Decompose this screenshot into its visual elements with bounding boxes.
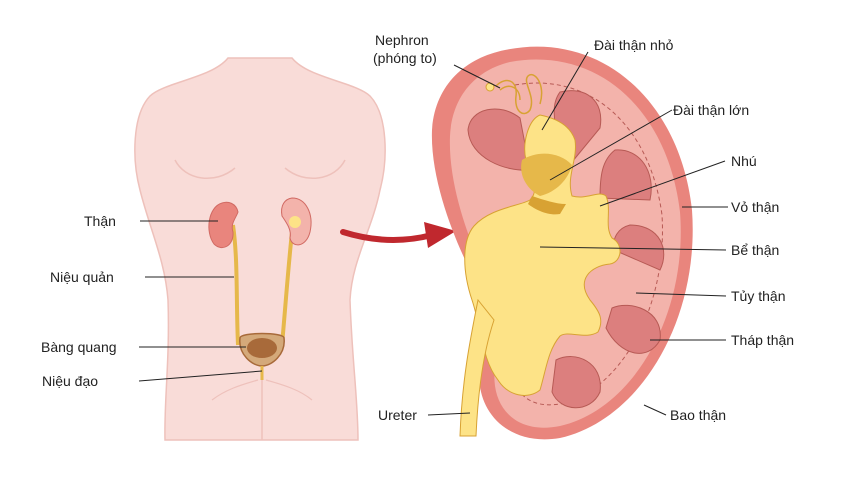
renal-pelvis (464, 114, 621, 396)
left-leader-lines (138, 220, 263, 382)
label-thap-than: Tháp thận (731, 332, 794, 348)
zoom-arrow (340, 222, 456, 248)
label-nephron: Nephron (375, 32, 429, 48)
right-ureter (280, 231, 294, 346)
pyramid (551, 356, 601, 409)
bladder-inner (247, 338, 277, 358)
label-bang-quang: Bàng quang (41, 339, 117, 355)
label-be-than: Bể thận (731, 242, 779, 258)
label-nhu: Nhú (731, 153, 757, 169)
label-dai-than-lon: Đài thận lớn (673, 102, 749, 118)
hip-line (211, 379, 313, 401)
label-nieu-quan: Niệu quản (50, 269, 114, 285)
left-ureter (231, 224, 240, 346)
label-ureter: Ureter (378, 407, 417, 423)
label-dai-than-nho: Đài thận nhỏ (594, 37, 674, 53)
label-vo-than: Vỏ thận (731, 199, 779, 215)
right-leader-lines (427, 51, 728, 416)
major-calyx (528, 196, 566, 215)
left-kidney (208, 201, 239, 248)
kidney-cross-section (431, 46, 693, 440)
cortex-boundary (512, 82, 663, 406)
breast-shading (174, 159, 346, 179)
right-kidney-pelvis (289, 216, 301, 228)
pyramid (613, 224, 665, 271)
ureter (459, 298, 495, 437)
label-bao-than: Bao thận (670, 407, 726, 423)
label-nephron-zoom: (phóng to) (373, 50, 437, 66)
label-tuy-than: Tủy thận (731, 288, 785, 304)
label-nieu-dao: Niệu đạo (42, 373, 98, 389)
torso-illustration (134, 57, 386, 441)
torso-silhouette (134, 57, 386, 441)
minor-calyx (521, 153, 572, 196)
label-than: Thận (84, 213, 116, 229)
pyramid (599, 149, 652, 201)
nephron-detail (495, 73, 543, 115)
